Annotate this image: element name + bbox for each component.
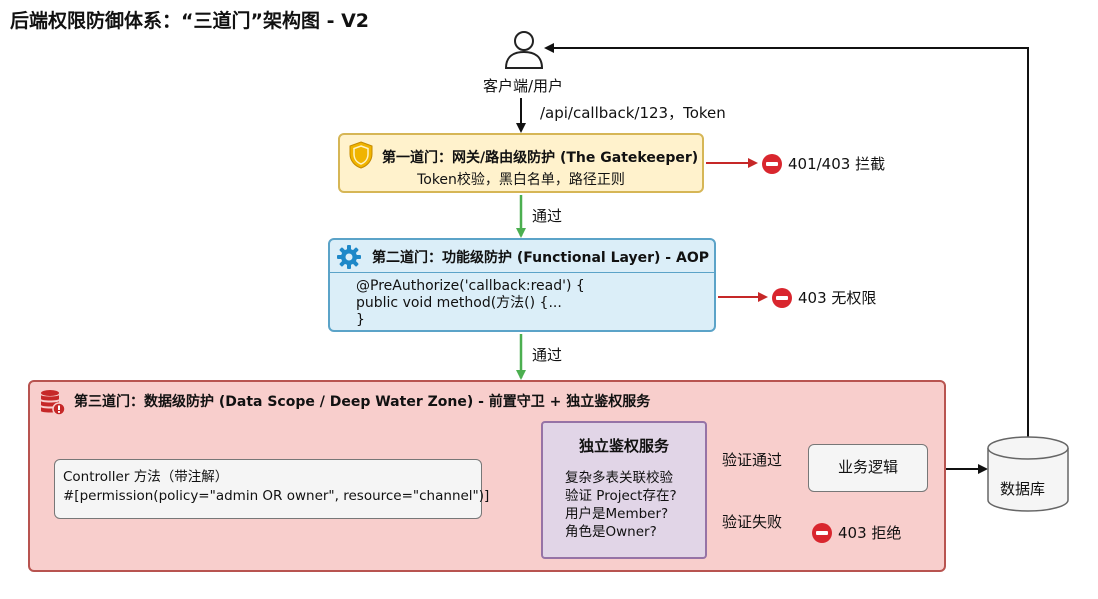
pass-label-1: 通过: [532, 207, 563, 225]
gate2-deny-label: 403 无权限: [798, 289, 877, 307]
no-entry-icon: [772, 287, 792, 308]
shield-icon: [349, 141, 373, 169]
gate3-deny-label: 403 拒绝: [838, 524, 902, 542]
auth-service-line: 用户是Member?: [565, 506, 669, 522]
gate1-deny: 401/403 拦截: [762, 153, 885, 174]
verify-pass-label: 验证通过: [722, 451, 783, 469]
gate2-code-line: }: [356, 312, 365, 328]
page-title: 后端权限防御体系：“三道门”架构图 - V2: [10, 10, 370, 32]
request-label: /api/callback/123，Token: [540, 104, 726, 122]
gate2-title: 第二道门：功能级防护 (Functional Layer) - AOP: [372, 250, 709, 266]
auth-service-line: 角色是Owner?: [565, 524, 657, 540]
database-icon: [987, 436, 1069, 512]
auth-service-body: 复杂多表关联校验 验证 Project存在? 用户是Member? 角色是Own…: [565, 469, 677, 541]
gate2-code: @PreAuthorize('callback:read') {public v…: [356, 278, 585, 329]
gate2-deny: 403 无权限: [772, 287, 876, 308]
arrow-db-to-client: [544, 43, 1029, 438]
controller-line-1: Controller 方法（带注解）: [63, 469, 229, 485]
gate2-code-line: public void method(方法() {...: [356, 295, 562, 311]
database-alert-icon: [41, 390, 66, 416]
business-logic-box: 业务逻辑: [808, 444, 928, 492]
gate3-deny: 403 拒绝: [812, 522, 901, 543]
controller-box: Controller 方法（带注解） #[permission(policy="…: [54, 459, 490, 519]
no-entry-icon: [812, 522, 832, 543]
gate1-subtitle: Token校验，黑白名单，路径正则: [417, 172, 625, 188]
client-label: 客户端/用户: [483, 77, 564, 95]
gear-icon: [337, 245, 361, 269]
user-icon: [504, 31, 544, 69]
gate2-box: 第二道门：功能级防护 (Functional Layer) - AOP @Pre…: [328, 238, 716, 332]
gate1-title: 第一道门：网关/路由级防护 (The Gatekeeper): [382, 150, 699, 166]
gate1-deny-label: 401/403 拦截: [788, 155, 886, 173]
auth-service-box: 独立鉴权服务 复杂多表关联校验 验证 Project存在? 用户是Member?…: [541, 421, 707, 559]
auth-service-line: 复杂多表关联校验: [565, 470, 673, 486]
no-entry-icon: [762, 153, 782, 174]
verify-fail-label: 验证失败: [722, 513, 783, 531]
database-label: 数据库: [1000, 480, 1046, 498]
auth-service-line: 验证 Project存在?: [565, 488, 677, 504]
gate2-header: [330, 240, 714, 273]
controller-line-2: #[permission(policy="admin OR owner", re…: [63, 488, 490, 504]
gate3-title: 第三道门：数据级防护 (Data Scope / Deep Water Zone…: [74, 394, 651, 410]
pass-label-2: 通过: [532, 346, 563, 364]
gate2-code-line: @PreAuthorize('callback:read') {: [356, 278, 585, 294]
auth-service-title: 独立鉴权服务: [578, 437, 669, 455]
gate1-box: 第一道门：网关/路由级防护 (The Gatekeeper) Token校验，黑…: [338, 133, 704, 193]
